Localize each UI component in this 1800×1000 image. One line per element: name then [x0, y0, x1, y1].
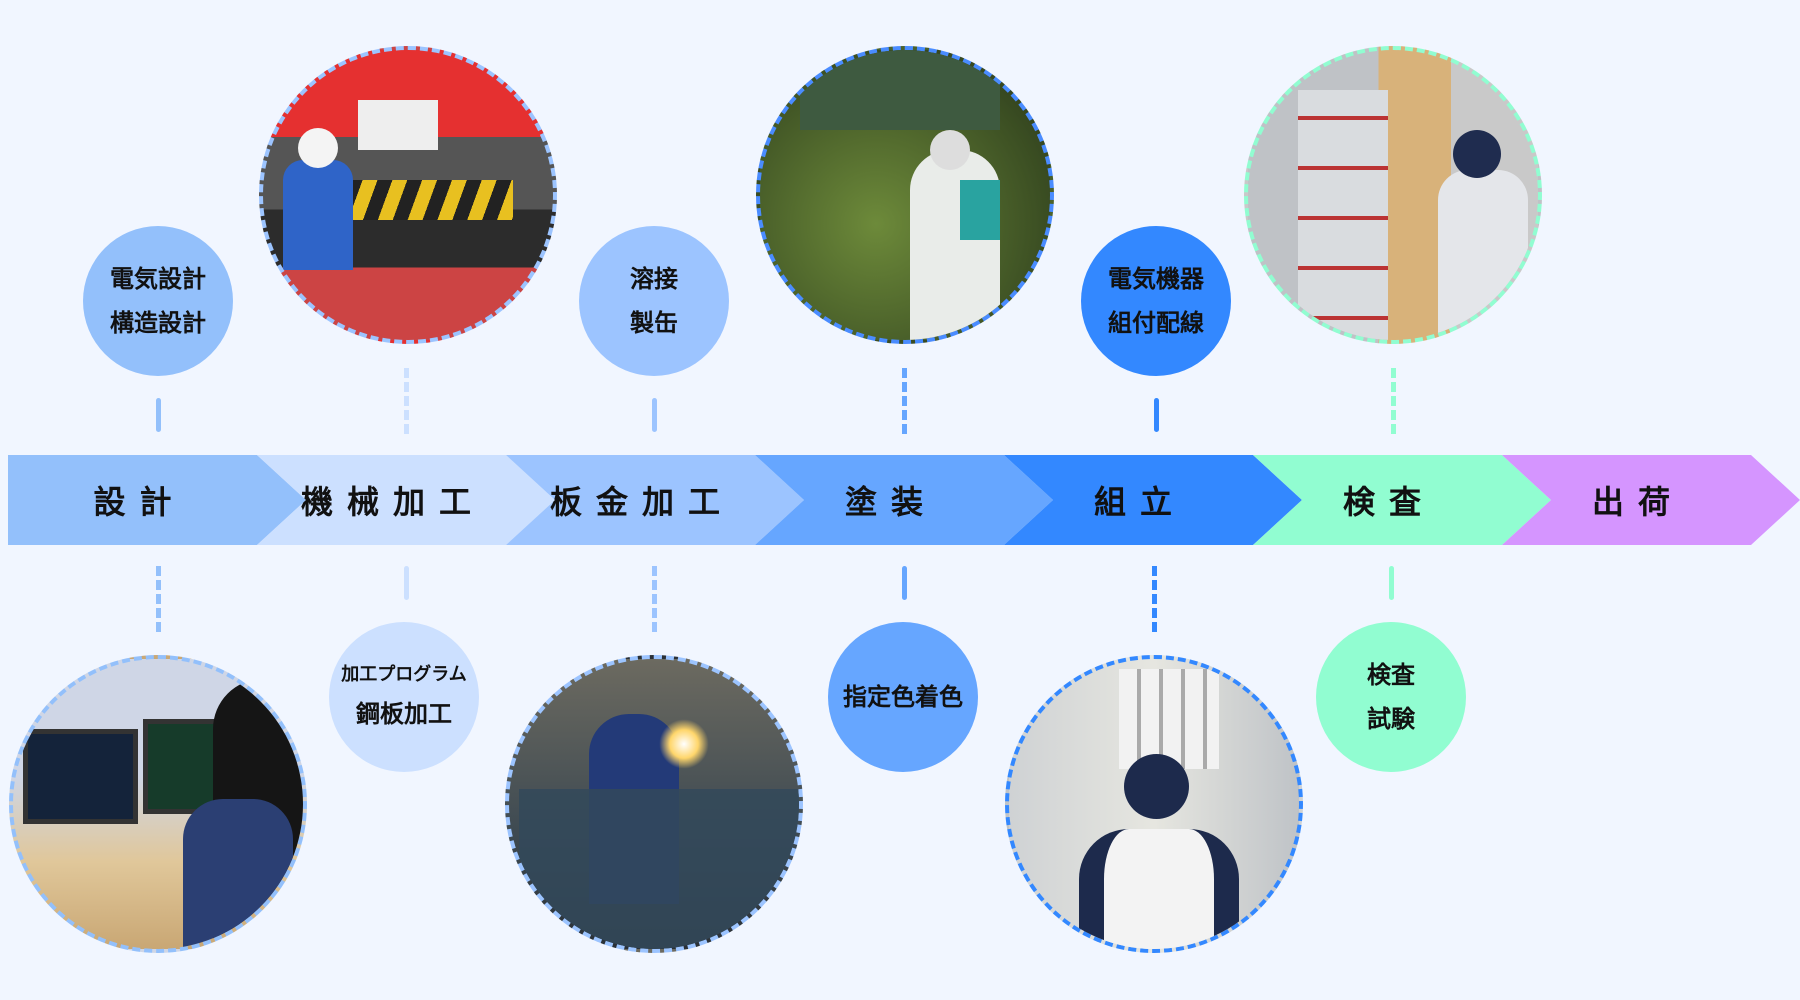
bubble-text: 溶接 — [630, 265, 678, 293]
photo-panel-assembly — [1005, 655, 1303, 953]
step-label: 機械加工 — [300, 483, 485, 521]
step-sheetmetal: 板金加工 — [506, 455, 804, 545]
step-machining: 機械加工 — [257, 455, 555, 545]
bubble-text: 構造設計 — [110, 309, 206, 337]
bubble-text: 電気機器 — [1108, 265, 1204, 293]
step-label: 塗装 — [844, 483, 937, 521]
step-inspection: 検査 — [1253, 455, 1551, 545]
connector — [404, 566, 409, 600]
bubble-painting: 指定色着色 — [828, 622, 978, 772]
bubble-design: 電気設計 構造設計 — [83, 226, 233, 376]
bubble-text: 試験 — [1367, 705, 1415, 733]
bubble-text: 電気設計 — [110, 265, 206, 293]
connector — [902, 566, 907, 600]
connector — [652, 398, 657, 432]
photo-design-workstation — [9, 655, 307, 953]
bubble-text: 検査 — [1367, 661, 1415, 689]
connector — [156, 566, 161, 632]
connector — [1154, 398, 1159, 432]
step-label: 検査 — [1342, 483, 1435, 521]
bubble-text: 指定色着色 — [843, 683, 963, 711]
connector — [156, 398, 161, 432]
connector — [404, 368, 409, 434]
connector — [1391, 368, 1396, 434]
step-painting: 塗装 — [755, 455, 1053, 545]
bubble-assembly: 電気機器 組付配線 — [1081, 226, 1231, 376]
connector — [652, 566, 657, 632]
bubble-text: 組付配線 — [1108, 309, 1204, 337]
bubble-inspection: 検査 試験 — [1316, 622, 1466, 772]
bubble-text: 加工プログラム — [341, 664, 467, 685]
bubble-machining: 加工プログラム 鋼板加工 — [329, 622, 479, 772]
photo-press-brake — [259, 46, 557, 344]
bubble-sheetmetal: 溶接 製缶 — [579, 226, 729, 376]
step-design: 設計 — [8, 455, 306, 545]
connector — [1152, 566, 1157, 632]
step-assembly: 組立 — [1004, 455, 1302, 545]
bubble-text: 鋼板加工 — [356, 700, 452, 728]
step-label: 板金加工 — [549, 483, 734, 521]
bubble-text: 製缶 — [630, 309, 678, 337]
photo-panel-inspection — [1244, 46, 1542, 344]
step-label: 組立 — [1093, 483, 1186, 521]
step-label: 設計 — [93, 483, 186, 521]
photo-welding — [505, 655, 803, 953]
photo-spray-painting — [756, 46, 1054, 344]
connector — [1389, 566, 1394, 600]
connector — [902, 368, 907, 434]
step-shipping: 出荷 — [1502, 455, 1800, 545]
step-label: 出荷 — [1591, 483, 1684, 521]
